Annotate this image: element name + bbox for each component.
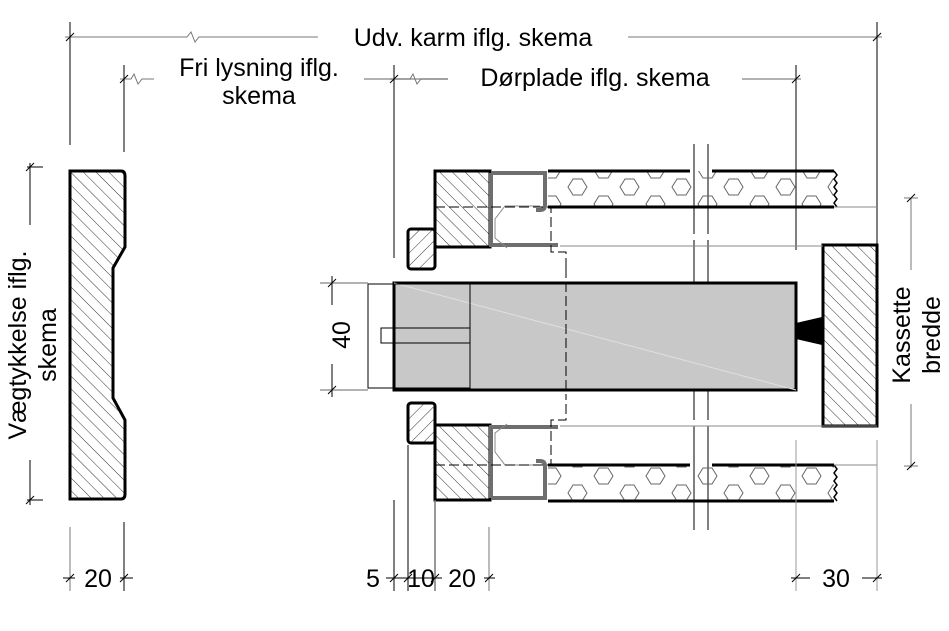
label-frame-20: 20 <box>448 565 476 593</box>
cassette-end: Kassette bredde <box>821 193 946 471</box>
dim-clear-opening: Fri lysning iflg. skema <box>119 54 339 152</box>
label-clear-opening-1: Fri lysning iflg. <box>179 54 339 82</box>
dim-bottom-frame-chain: 5 10 20 <box>362 445 495 593</box>
label-outer-frame: Udv. karm iflg. skema <box>354 24 593 52</box>
label-cassette-width-1: Kassette <box>888 286 916 383</box>
dim-door-thickness: 40 <box>320 276 368 397</box>
dim-door-leaf: Dørplade iflg. skema <box>364 64 801 258</box>
label-clear-opening-2: skema <box>222 82 296 110</box>
label-end-30: 30 <box>822 565 850 593</box>
dim-bottom-left: 20 <box>63 522 133 593</box>
label-gap-5: 5 <box>366 565 380 593</box>
label-door-thickness: 40 <box>328 321 356 349</box>
label-wall-thickness-1: Vægtykkelse iflg. <box>4 251 32 440</box>
label-wall-thickness-2: skema <box>34 308 62 382</box>
dim-bottom-right: 30 <box>791 440 882 593</box>
door-leaf <box>367 268 822 400</box>
top-frame <box>406 169 877 271</box>
bottom-frame <box>406 245 877 503</box>
label-trim-width: 20 <box>84 565 112 593</box>
wall-profile: Vægtykkelse iflg. skema <box>4 162 127 505</box>
label-gap-10: 10 <box>407 565 435 593</box>
label-cassette-width-2: bredde <box>918 296 946 374</box>
dim-outer-frame: Udv. karm iflg. skema <box>65 22 882 245</box>
label-door-leaf: Dørplade iflg. skema <box>480 64 709 92</box>
